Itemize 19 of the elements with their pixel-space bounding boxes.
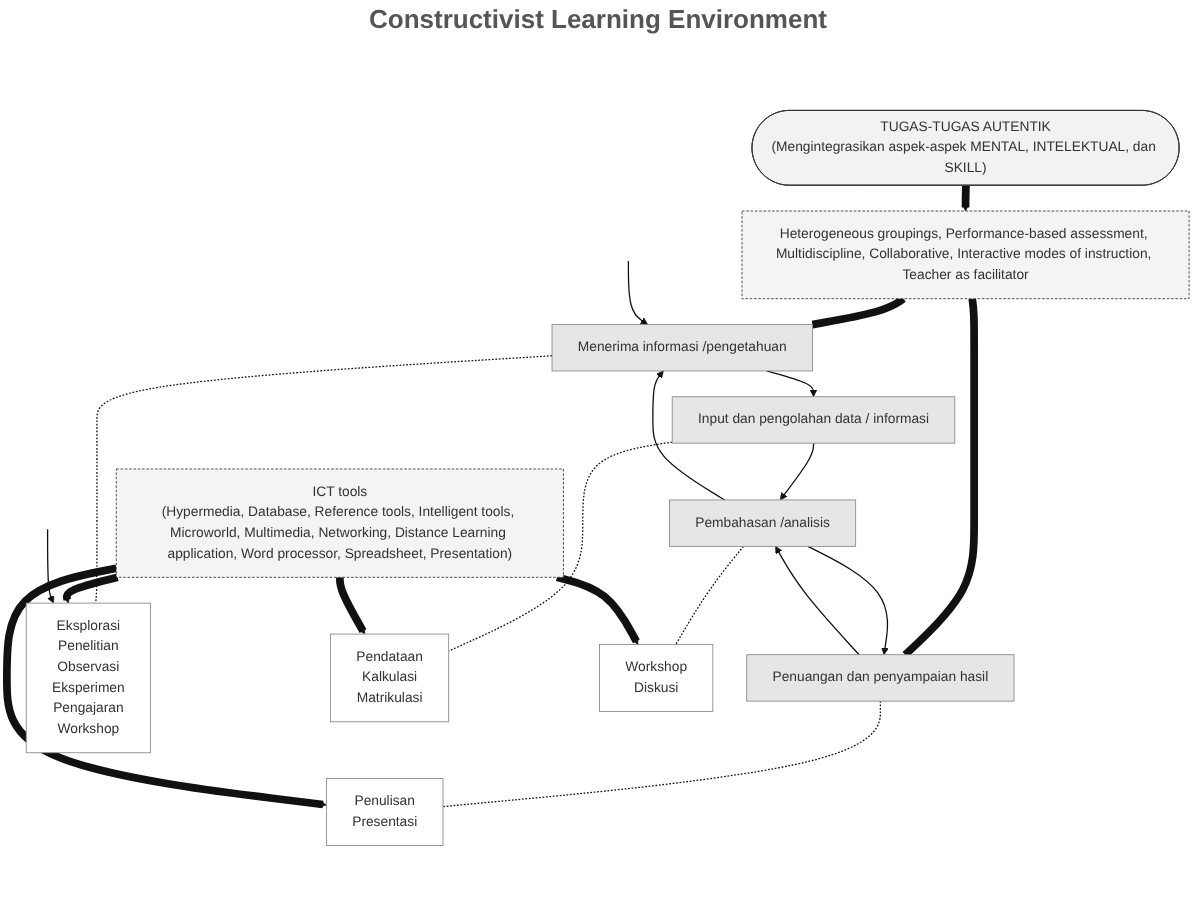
arrow [3, 564, 327, 809]
connector [95, 355, 553, 604]
arrow [652, 370, 726, 501]
overlay-title: Constructivist Learning Environment [369, 4, 827, 34]
arrow [775, 546, 860, 656]
arrow [779, 442, 815, 501]
arrow [336, 575, 367, 635]
arrow [627, 260, 648, 325]
arrow [46, 528, 55, 604]
arrow [961, 183, 970, 212]
arrow [765, 370, 818, 398]
connector [675, 545, 745, 646]
arrow [807, 545, 889, 656]
connector [442, 700, 882, 808]
connector [811, 295, 906, 329]
arrow [62, 573, 119, 604]
connector [448, 441, 673, 652]
arrow [555, 573, 640, 645]
connector [902, 297, 978, 658]
